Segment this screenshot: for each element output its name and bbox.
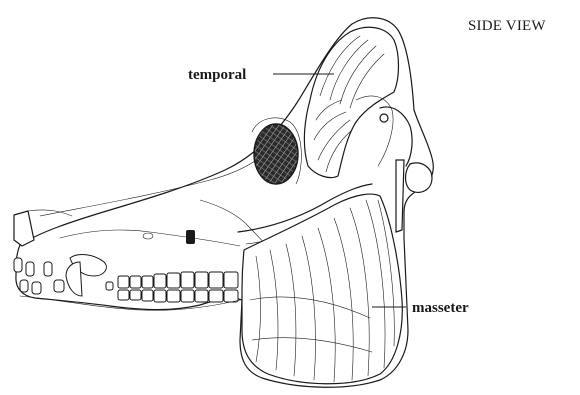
lower-incisor bbox=[54, 280, 64, 292]
view-label: SIDE VIEW bbox=[468, 18, 546, 34]
orbit-socket bbox=[254, 124, 298, 184]
snout-tip bbox=[14, 211, 34, 246]
label-temporal: temporal bbox=[188, 67, 246, 83]
premolar-small bbox=[106, 282, 113, 290]
upper-incisor bbox=[44, 262, 52, 276]
label-masseter: masseter bbox=[412, 300, 469, 316]
upper-incisor bbox=[14, 258, 22, 272]
paroccipital-process bbox=[396, 160, 404, 232]
occipital-condyle bbox=[406, 163, 433, 192]
infraorbital-foramen bbox=[186, 230, 195, 244]
lower-incisor bbox=[20, 280, 28, 292]
auditory-canal bbox=[380, 114, 388, 122]
lower-molars bbox=[118, 290, 238, 302]
lower-incisor bbox=[32, 282, 41, 294]
upper-incisor bbox=[26, 262, 34, 276]
